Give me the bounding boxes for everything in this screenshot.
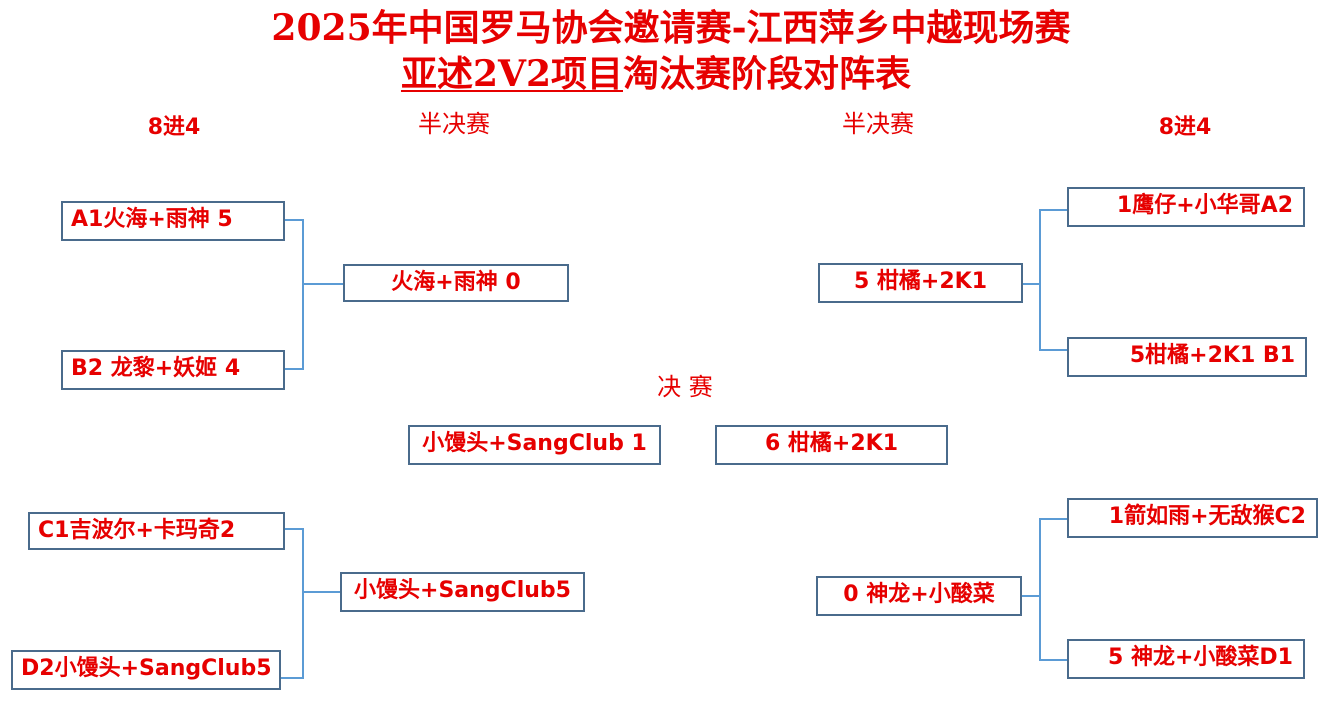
round-label-final: 决 赛 <box>657 373 713 401</box>
team-box-b1: 5柑橘+2K1 B1 <box>1067 337 1307 377</box>
connector-left-bottom <box>281 528 340 679</box>
title-line-2: 亚述2V2项目淘汰赛阶段对阵表 <box>0 54 1319 94</box>
team-box-a1: A1火海+雨神 5 <box>61 201 285 241</box>
team-box-b2: B2 龙黎+妖姬 4 <box>61 350 285 390</box>
connector-right-bottom <box>1022 518 1067 661</box>
round-label-right-semifinal: 半决赛 <box>842 110 914 138</box>
team-box-d1: 5 神龙+小酸菜D1 <box>1067 639 1305 679</box>
round-label-left-quarterfinal: 8进4 <box>147 115 201 140</box>
team-box-c2: 1箭如雨+无敌猴C2 <box>1067 498 1318 538</box>
title-stage-name: 淘汰赛阶段对阵表 <box>623 53 912 95</box>
round-label-right-quarterfinal: 8进4 <box>1158 115 1212 140</box>
final-box-left: 小馒头+SangClub 1 <box>408 425 661 465</box>
connector-left-top <box>284 219 344 370</box>
round-label-left-semifinal: 半决赛 <box>418 110 490 138</box>
final-box-right: 6 柑橘+2K1 <box>715 425 948 465</box>
team-box-d2: D2小馒头+SangClub5 <box>11 650 281 690</box>
team-box-c1: C1吉波尔+卡玛奇2 <box>28 512 285 550</box>
connector-right-top <box>1023 209 1067 351</box>
title-event-name: 亚述2V2项目 <box>400 53 623 95</box>
semifinal-box-left-bottom: 小馒头+SangClub5 <box>340 572 585 612</box>
semifinal-box-right-bottom: 0 神龙+小酸菜 <box>816 576 1022 616</box>
team-box-a2: 1鹰仔+小华哥A2 <box>1067 187 1305 227</box>
title-line-1: 2025年中国罗马协会邀请赛-江西萍乡中越现场赛 <box>271 7 1071 49</box>
semifinal-box-right-top: 5 柑橘+2K1 <box>818 263 1023 303</box>
semifinal-box-left-top: 火海+雨神 0 <box>343 264 569 302</box>
